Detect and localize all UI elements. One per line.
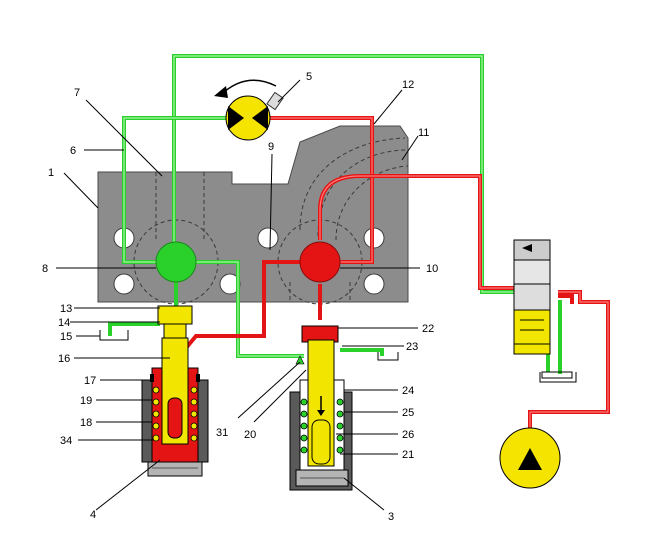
label-3: 3 <box>388 511 394 523</box>
bolt-hole <box>363 273 385 295</box>
directional-valve <box>513 239 573 379</box>
label-19: 19 <box>80 395 92 407</box>
label-6: 6 <box>70 145 76 157</box>
label-13: 13 <box>60 303 72 315</box>
label-16: 16 <box>58 353 70 365</box>
label-31: 31 <box>216 427 228 439</box>
label-1: 1 <box>48 167 54 179</box>
label-4: 4 <box>90 509 96 521</box>
label-9: 9 <box>268 141 274 153</box>
label-18: 18 <box>80 417 92 429</box>
bolt-hole <box>113 273 135 295</box>
leader-lines <box>56 79 420 511</box>
hand-pump <box>214 79 284 141</box>
label-7: 7 <box>74 87 80 99</box>
label-14: 14 <box>58 317 70 329</box>
label-11: 11 <box>418 127 429 139</box>
right-valve-cartridge <box>289 325 353 491</box>
main-pump <box>499 427 561 489</box>
label-34: 34 <box>60 435 72 447</box>
high-pressure-lines <box>184 116 610 430</box>
label-21: 21 <box>402 449 414 461</box>
label-25: 25 <box>402 407 414 419</box>
valve-junction-green <box>155 241 197 283</box>
manifold-block <box>97 125 409 305</box>
label-12: 12 <box>402 79 414 91</box>
valve-junction-red <box>299 241 341 283</box>
label-23: 23 <box>406 341 418 353</box>
label-8: 8 <box>42 263 48 275</box>
label-15: 15 <box>60 331 72 343</box>
label-20: 20 <box>244 429 256 441</box>
tank-symbols <box>99 330 577 383</box>
label-22: 22 <box>422 323 434 335</box>
callout-labels: 1 3 4 5 6 7 8 9 10 11 12 13 14 15 16 17 … <box>42 71 438 523</box>
label-24: 24 <box>402 385 414 397</box>
label-10: 10 <box>426 263 438 275</box>
bolt-hole <box>257 227 279 249</box>
left-valve-cartridge <box>141 305 209 477</box>
label-5: 5 <box>306 71 312 83</box>
label-17: 17 <box>84 375 96 387</box>
label-26: 26 <box>402 429 414 441</box>
